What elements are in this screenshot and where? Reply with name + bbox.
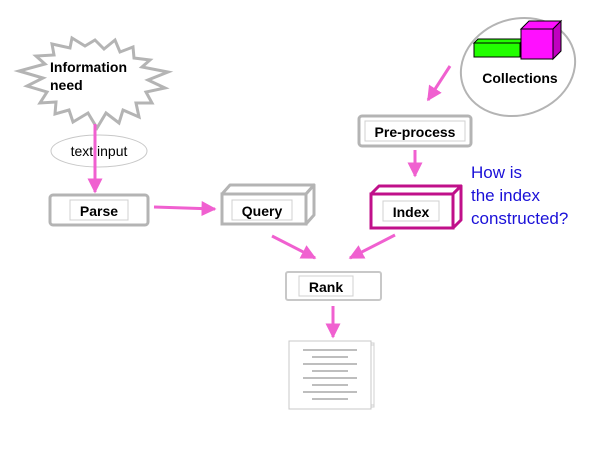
rank-label: Rank [309,279,343,295]
starburst-shape [13,35,174,131]
information-need-label: Information need [50,59,131,93]
parse-label: Parse [80,203,118,219]
preprocess-label: Pre-process [375,124,456,140]
query-node: Query [220,183,316,226]
information-need-node: Information need [13,35,174,131]
index-node: Index [369,184,463,230]
arrow-index-to-rank [348,233,396,260]
preprocess-node: Pre-process [357,114,473,148]
parse-node: Parse [48,193,150,227]
collections-label: Collections [482,70,558,86]
information-need-line-1: Information [50,59,127,75]
rank-node: Rank [285,271,382,301]
text-input-node: text input [50,134,148,168]
arrow-parse-to-query [153,201,217,217]
arrow-collections-to-preprocess [426,65,452,102]
flow-arrows [87,65,452,339]
collections-node: Collections [459,16,577,118]
annotation-line-2: the index [471,186,540,205]
document-stack-icon [288,340,375,410]
index-label: Index [393,204,430,220]
arrow-query-to-rank [271,234,317,260]
text-input-label: text input [71,143,128,159]
stacked-blocks-icon [472,19,563,61]
information-need-line-2: need [50,77,83,93]
index-question-annotation: How is the index constructed? [471,163,568,228]
annotation-line-1: How is [471,163,522,182]
annotation-line-3: constructed? [471,209,568,228]
query-label: Query [242,203,283,219]
